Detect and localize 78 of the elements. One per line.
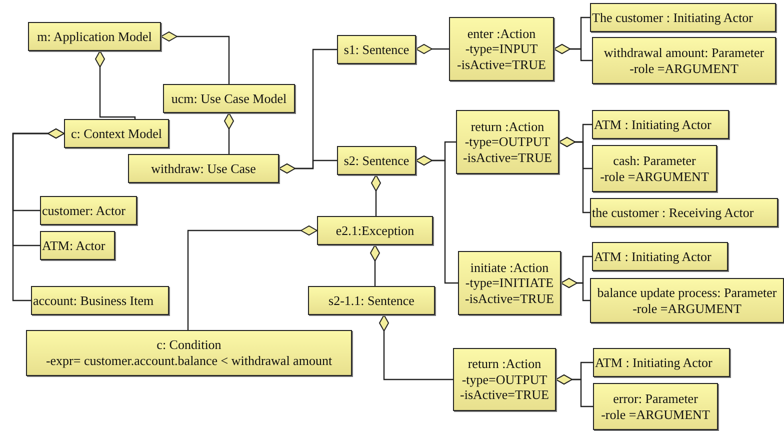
object-name: the customer : Receiving Actor [591,204,755,220]
object-name: customer: Actor [41,202,126,218]
object-name: m: Application Model [36,28,153,44]
aggregation-connector [416,156,458,284]
object-name: s1: Sentence [342,42,410,58]
object-box [31,286,169,315]
object-name: s2: Sentence [342,152,410,168]
object-name: e2.1:Exception [334,222,416,238]
object-box [40,231,115,260]
object-name: c: Context Model [70,126,163,142]
object-name: The customer : Initiating Actor [591,10,754,26]
object-box [590,278,784,323]
object-box [308,286,435,315]
aggregation-connector [379,314,453,380]
attribute-text: -type=INITIATE [464,275,555,291]
object-name: withdrawal amount: Parameter [602,44,766,60]
attribute-text: -role =ARGUMENT [600,406,711,422]
object-box [40,196,137,225]
object-box [453,348,556,411]
object-box [64,119,169,148]
attribute-text: -isActive=TRUE [456,56,547,72]
object-box [317,216,433,245]
object-name: s2-1.1: Sentence [328,292,416,308]
object-box [26,330,352,376]
object-name: error: Parameter [612,390,699,406]
object-box [590,3,776,32]
object-name: c: Condition [156,337,222,353]
aggregation-connector [371,174,381,216]
attribute-text: -role =ARGUMENT [599,168,710,184]
object-box [456,110,559,174]
object-box [592,110,729,139]
object-box [458,251,561,315]
attribute-text: -expr= customer.account.balance < withdrawal amount [44,353,334,369]
attribute-text: -role =ARGUMENT [632,300,742,316]
attribute-text: -type=OUTPUT [460,372,548,388]
aggregation-connector [12,128,64,302]
attribute-text: -isActive=TRUE [462,150,553,166]
attribute-text: -isActive=TRUE [459,387,550,403]
object-box [449,17,554,81]
object-box [592,145,717,192]
aggregation-connector [95,50,136,119]
object-box [593,348,730,377]
aggregation-connector [416,44,449,54]
attribute-text: -type=OUTPUT [464,134,552,150]
object-name: ATM : Initiating Actor [594,354,714,370]
aggregation-connector [160,32,230,84]
object-name: ucm: Use Case Model [170,90,288,106]
aggregation-connector [560,278,590,302]
object-box [128,154,279,183]
object-box [28,22,161,51]
object-box [593,383,718,430]
object-name: ATM : Initiating Actor [593,248,712,264]
object-box [337,35,416,64]
object-name: account: Business Item [32,292,155,308]
aggregation-connector [224,112,234,154]
aggregation-connector [370,244,380,286]
object-box [590,198,778,227]
object-box [163,84,295,113]
object-name: initiate :Action [469,260,550,276]
object-box [337,146,416,175]
object-name: enter :Action [466,26,537,42]
object-name: cash: Parameter [612,152,697,168]
object-name: return :Action [466,356,542,372]
object-box [592,242,728,271]
object-name: withdraw: Use Case [150,160,257,176]
object-name: ATM : Initiating Actor [593,116,712,132]
aggregation-connector [554,44,592,62]
attribute-text: -isActive=TRUE [464,290,555,306]
object-name: ATM: Actor [41,238,106,254]
object-name: return :Action [470,118,546,134]
aggregation-connector [558,137,590,214]
aggregation-connector [278,160,337,174]
attribute-text: -type=INPUT [464,41,539,57]
object-box [592,37,776,84]
aggregation-connector [187,226,318,330]
attribute-text: -role =ARGUMENT [628,60,740,76]
object-name: balance update process: Parameter [596,284,778,300]
aggregation-connector [556,374,593,408]
